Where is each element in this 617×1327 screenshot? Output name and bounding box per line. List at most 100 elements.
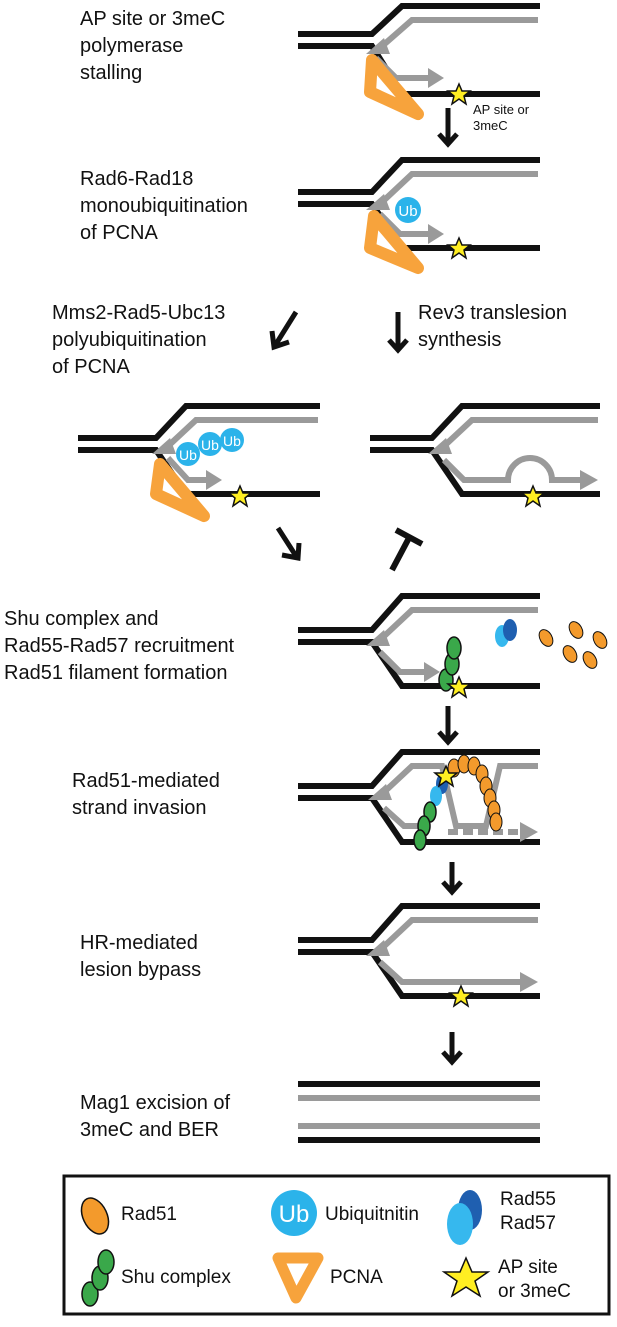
step-polyub-line-3: of PCNA xyxy=(52,356,130,378)
fork-monoub: Ub xyxy=(298,157,540,274)
ubiquitin-icon xyxy=(198,432,222,456)
pcna-clamp xyxy=(150,458,210,522)
leading-arrowhead xyxy=(368,784,392,800)
fork-bypass xyxy=(298,903,540,1008)
legend-ap-label-line-2: or 3meC xyxy=(498,1281,571,1302)
rad57-legend-icon xyxy=(447,1203,473,1245)
lagging-arrowhead xyxy=(428,224,444,244)
shu-subunit xyxy=(446,636,462,660)
leading-arrowhead xyxy=(428,438,452,454)
ubiquitin-icon xyxy=(395,197,421,223)
step-polyub-line-1: Mms2-Rad5-Ubc13 xyxy=(52,302,226,324)
repaired-dna xyxy=(298,1081,540,1143)
step-stall-line-3: stalling xyxy=(80,62,143,84)
leading-nascent-strand xyxy=(377,607,538,643)
lesion-star xyxy=(445,236,473,260)
pcna-clamp xyxy=(364,54,424,120)
lesion-star xyxy=(445,675,473,699)
step-shu-line-2: Rad55-Rad57 recruitment xyxy=(4,635,235,657)
leading-arrowhead xyxy=(366,194,390,210)
ubiquitin-legend-icon xyxy=(271,1190,317,1236)
leading-nascent-strand xyxy=(439,417,598,451)
parental-bottom-strand xyxy=(298,795,540,845)
lesion-star xyxy=(432,764,460,788)
lesion-star xyxy=(519,484,547,508)
fork-tls xyxy=(370,403,600,508)
legend: Ub xyxy=(62,1174,611,1316)
step-excision-line-1: Mag1 excision of xyxy=(80,1092,231,1114)
lagging-tls-strand xyxy=(441,455,582,483)
lagging-nascent-strand xyxy=(377,649,426,675)
legend-ap-label-line-1: AP site xyxy=(498,1257,558,1278)
step-excision-line-2: 3meC and BER xyxy=(80,1119,219,1141)
lagging-arrowhead xyxy=(580,470,598,490)
step-invasion-line-1: Rad51-mediated xyxy=(72,770,220,792)
leading-arrowhead xyxy=(366,940,390,956)
ubiquitin-icon xyxy=(220,428,244,452)
parental-top-strand xyxy=(78,403,320,441)
pcna-legend-icon xyxy=(272,1252,324,1304)
lagging-arrowhead xyxy=(206,470,222,490)
star-legend-icon xyxy=(441,1256,491,1298)
shu-legend-icon xyxy=(97,1249,115,1275)
rad55-protein xyxy=(503,619,517,641)
parental-top-strand xyxy=(298,903,540,943)
ub-legend-text: Ub xyxy=(279,1201,310,1228)
legend-ubiquitin-label: Ubiquitnitin xyxy=(325,1204,419,1225)
leading-arrowhead xyxy=(366,630,390,646)
parental-top-strand xyxy=(298,749,540,789)
lagging-arrowhead xyxy=(520,822,538,842)
legend-pcna-label: PCNA xyxy=(330,1267,383,1288)
leading-nascent-strand xyxy=(377,917,538,953)
parental-bottom-strand xyxy=(370,447,600,497)
fork-polyub: Ub Ub Ub xyxy=(78,403,320,522)
step-monoub-line-2: monoubiquitination xyxy=(80,195,248,217)
rad51-monomer xyxy=(538,629,554,647)
promote-arrow xyxy=(275,526,302,561)
fork-shu xyxy=(298,593,608,699)
sister-strand-gray xyxy=(379,763,538,829)
step-polyub-line-2: polyubiquitination xyxy=(52,329,207,351)
legend-shu-label: Shu complex xyxy=(121,1267,231,1288)
rad51-monomer xyxy=(562,645,578,663)
step-tls-line-1: Rev3 translesion xyxy=(418,302,567,324)
step-tls-line-2: synthesis xyxy=(418,329,502,351)
legend-rad57-label: Rad57 xyxy=(500,1213,556,1234)
legend-box xyxy=(62,1174,611,1316)
rad51-monomer xyxy=(582,651,598,669)
inhibit-bar xyxy=(389,527,424,572)
leading-arrowhead xyxy=(152,438,176,454)
branch-arrow-right xyxy=(387,312,409,354)
branch-arrow-left xyxy=(269,310,299,351)
ub-text: Ub xyxy=(223,433,241,449)
lesion-label-line-2: 3meC xyxy=(473,118,508,133)
step-arrow-4 xyxy=(441,1032,463,1066)
bypass-strand xyxy=(377,959,522,985)
rad57-protein xyxy=(430,786,442,806)
lagging-nascent-strand xyxy=(165,455,208,483)
step-bypass-line-1: HR-mediated xyxy=(80,932,198,954)
lesion-star xyxy=(445,82,473,106)
step-shu-line-1: Shu complex and xyxy=(4,608,159,630)
parental-bottom-strand xyxy=(298,639,540,689)
shu-subunit xyxy=(413,829,427,851)
fork-stalling xyxy=(298,3,540,120)
lagging-arrowhead xyxy=(428,68,444,88)
lesion-star xyxy=(226,484,254,508)
rad51-filament xyxy=(447,754,503,832)
parental-bottom-strand xyxy=(298,949,540,999)
rad51-legend-icon xyxy=(80,1197,110,1235)
step-invasion-line-2: strand invasion xyxy=(72,797,207,819)
ub-text: Ub xyxy=(201,437,219,453)
step-stall-line-2: polymerase xyxy=(80,35,184,57)
leading-arrowhead xyxy=(366,38,390,54)
step-stall-line-1: AP site or 3meC xyxy=(80,8,226,30)
legend-rad51-label: Rad51 xyxy=(121,1204,177,1225)
step-monoub-line-3: of PCNA xyxy=(80,222,158,244)
step-arrow-3 xyxy=(441,862,463,896)
lagging-nascent-strand xyxy=(377,211,430,237)
lagging-arrowhead xyxy=(424,662,440,682)
pcna-clamp xyxy=(364,210,424,274)
